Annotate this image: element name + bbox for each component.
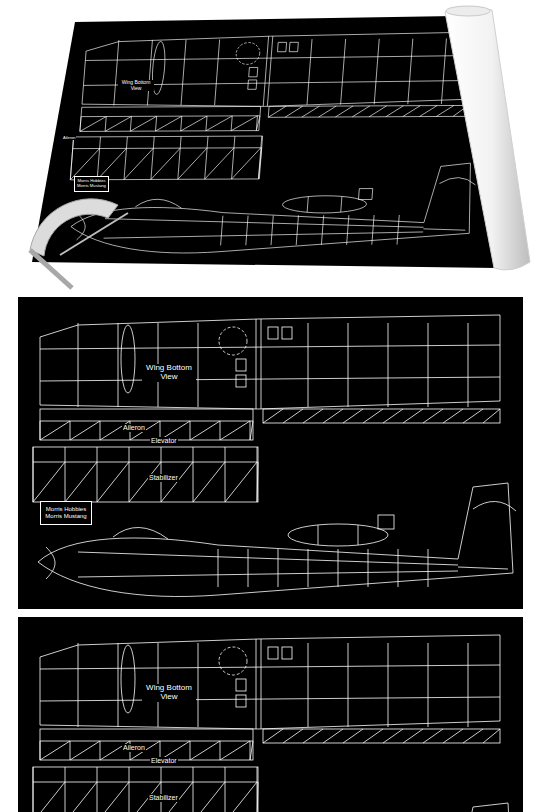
part-label: Wing Bottom View [142,364,196,382]
part-label: Wing Bottom View [118,80,154,91]
title-block: Morris HobbiesMorris Mustang [40,501,92,525]
title-text: Morris Mustang [77,184,106,189]
part-label: Aileron [62,136,76,140]
part-label: Wing Bottom View [142,684,196,702]
part-label: Aileron [122,744,146,752]
part-label: Aileron [122,424,146,432]
part-label: Stabilizer [148,794,179,802]
title-text: Morris Hobbies [45,506,87,513]
part-label: Stabilizer [148,474,179,482]
title-block: Morris HobbiesMorris Mustang [74,176,109,192]
part-label: Elevator [150,437,178,445]
title-text: Morris Mustang [45,513,87,520]
part-label: Elevator [150,757,178,765]
